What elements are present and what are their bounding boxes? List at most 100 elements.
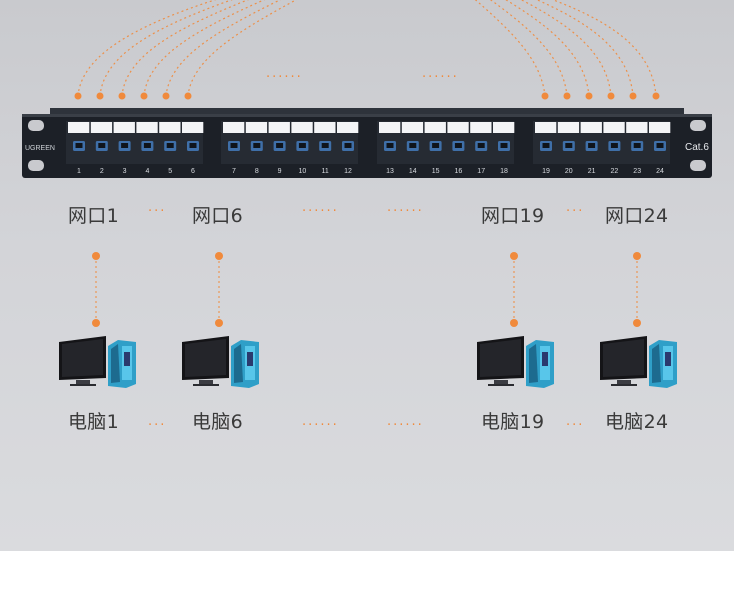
port-label-19: 网口19 (481, 205, 545, 227)
port-label-strip (447, 122, 469, 133)
rj45-port-opening (143, 143, 151, 148)
port-number: 6 (191, 168, 195, 175)
top-cables (77, 0, 657, 97)
port-label-1: 网口1 (68, 205, 119, 227)
port-number: 15 (432, 168, 440, 175)
port-label-6: 网口6 (192, 205, 243, 227)
rj45-port-opening (542, 143, 550, 148)
port-label-strip (535, 122, 557, 133)
cable-6 (187, 0, 298, 97)
ellipsis-top-left: ······ (266, 70, 303, 85)
rj45-port-opening (409, 143, 417, 148)
port-number: 8 (255, 168, 259, 175)
rj45-port-opening (166, 143, 174, 148)
port-label-strip (493, 122, 515, 133)
port-label-strip (90, 122, 113, 133)
port-number: 12 (344, 168, 352, 175)
rj45-port-opening (610, 143, 618, 148)
cable-22 (520, 0, 612, 97)
port-label-strip (603, 122, 625, 133)
rj45-port-opening (477, 143, 485, 148)
port-label-strip (291, 122, 313, 133)
rj45-port-opening (344, 143, 352, 148)
port-label-strip (649, 122, 671, 133)
rj45-port-opening (633, 143, 641, 148)
cable-23 (535, 0, 634, 97)
mount-hole (690, 120, 706, 131)
rj45-port-opening (656, 143, 664, 148)
cable-24 (551, 0, 657, 97)
cable-21 (505, 0, 590, 97)
mount-hole (28, 160, 44, 171)
port-label-strip (113, 122, 135, 133)
port-label-strip (223, 122, 245, 133)
ellipsis-top-right: ······ (422, 70, 459, 85)
port-label-strip (424, 122, 446, 133)
computer-label-6: 电脑6 (192, 411, 243, 433)
port-number: 3 (123, 168, 127, 175)
computer-label-24: 电脑24 (605, 411, 669, 433)
port-label-strip (245, 122, 268, 133)
ellipsis-long: ······ (387, 418, 424, 433)
cable-20 (489, 0, 568, 97)
port-number: 13 (386, 168, 394, 175)
mount-hole (28, 120, 44, 131)
port-number: 21 (588, 168, 596, 175)
rj45-port-opening (230, 143, 238, 148)
port-number: 24 (656, 168, 664, 175)
rj45-port-opening (565, 143, 573, 148)
ellipsis-short: ··· (566, 418, 585, 433)
port-label-strip (580, 122, 602, 133)
rj45-port-opening (189, 143, 197, 148)
port-label-strip (314, 122, 336, 133)
port-number: 11 (322, 168, 329, 175)
port-number: 18 (500, 168, 508, 175)
computer-icon (59, 336, 136, 388)
ellipsis-long: ······ (387, 204, 424, 219)
port-number: 16 (455, 168, 463, 175)
rj45-port-opening (321, 143, 329, 148)
port-label-strip (268, 122, 290, 133)
port-label-strip (379, 122, 401, 133)
port-label-strip (68, 122, 90, 133)
rj45-port-opening (500, 143, 508, 148)
port-number: 20 (565, 168, 573, 175)
port-number: 5 (168, 168, 172, 175)
port-label-strip (159, 122, 181, 133)
port-number: 17 (477, 168, 485, 175)
port-label-strip (401, 122, 424, 133)
rj45-port-opening (454, 143, 462, 148)
cable-3 (121, 0, 250, 97)
port-label-strip (557, 122, 580, 133)
port-label-strip (470, 122, 492, 133)
port-number: 14 (409, 168, 417, 175)
ellipsis-short: ··· (148, 204, 167, 219)
rj45-port-opening (432, 143, 440, 148)
cable-2 (99, 0, 233, 97)
port-number: 22 (611, 168, 619, 175)
ellipsis-long: ······ (302, 204, 339, 219)
cable-19 (474, 0, 546, 97)
port-label-strip (626, 122, 648, 133)
port-number: 1 (77, 168, 81, 175)
port-number: 10 (299, 168, 307, 175)
port-number: 9 (278, 168, 282, 175)
ellipsis-long: ······ (302, 418, 339, 433)
cable-1 (77, 0, 217, 97)
port-label-24: 网口24 (605, 205, 669, 227)
port-number: 23 (633, 168, 641, 175)
rj45-port-opening (276, 143, 284, 148)
rj45-port-opening (98, 143, 106, 148)
computer-icon (182, 336, 259, 388)
computer-icon (600, 336, 677, 388)
top-cable-dots (74, 92, 660, 100)
computer-icon (477, 336, 554, 388)
computer-label-19: 电脑19 (481, 411, 545, 433)
port-label-strip (337, 122, 359, 133)
background (0, 0, 734, 551)
rj45-port-opening (75, 143, 83, 148)
